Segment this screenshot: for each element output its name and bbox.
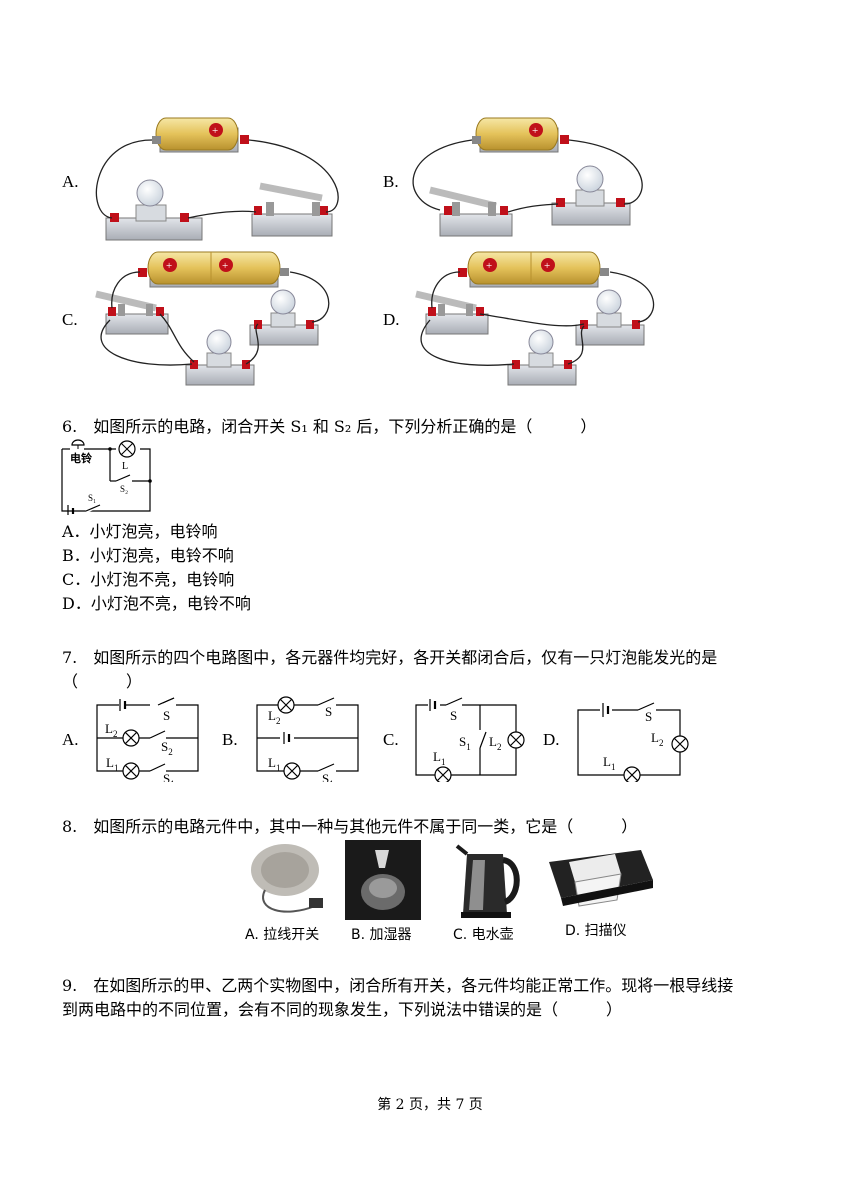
q6-circuit-diagram: 电铃 L S₂ S₁ xyxy=(61,439,152,515)
q6-option-a: A．小灯泡亮，电铃响 xyxy=(62,522,218,541)
q7-prompt-line2: （ ） xyxy=(62,672,143,691)
caption-b: B. 加湿器 xyxy=(351,927,412,943)
pull-switch-photo-icon xyxy=(251,844,323,913)
q8-prompt: 8. 如图所示的电路元件中，其中一种与其他元件不属于同一类，它是（ ） xyxy=(62,817,638,836)
q5-label-b: B. xyxy=(383,172,399,191)
circuit-a: + xyxy=(95,117,339,241)
circuit-d: + + xyxy=(415,251,655,386)
knife-switch-icon xyxy=(259,182,323,202)
q5-label-d: D. xyxy=(383,310,400,329)
caption-d: D. 扫描仪 xyxy=(565,923,627,939)
svg-text:S1: S1 xyxy=(322,771,334,782)
svg-text:S2: S2 xyxy=(161,739,173,757)
svg-text:S: S xyxy=(645,709,652,724)
q6-option-c: C．小灯泡不亮，电铃响 xyxy=(62,570,235,589)
q7-label-c: C. xyxy=(383,730,399,749)
scanner-photo-icon xyxy=(549,850,653,907)
svg-text:S1: S1 xyxy=(459,734,471,752)
svg-text:+: + xyxy=(544,260,550,272)
svg-text:+: + xyxy=(486,260,492,272)
svg-text:L2: L2 xyxy=(105,721,117,739)
q5-circuit-illustrations: + + + + xyxy=(95,117,655,386)
q8-images: A. 拉线开关 B. 加湿器 C. 电水壶 D. 扫描仪 xyxy=(245,840,653,945)
q9-line1: 9. 在如图所示的甲、乙两个实物图中，闭合所有开关，各元件均能正常工作。现将一根… xyxy=(62,976,734,995)
svg-text:S: S xyxy=(163,708,170,723)
svg-text:L1: L1 xyxy=(603,754,615,772)
caption-a: A. 拉线开关 xyxy=(245,927,320,943)
q7-label-d: D. xyxy=(543,730,560,749)
svg-text:L1: L1 xyxy=(106,755,118,773)
switch-base-icon xyxy=(251,213,333,237)
q7-label-b: B. xyxy=(222,730,238,749)
svg-text:L1: L1 xyxy=(268,755,280,773)
bell-icon xyxy=(71,439,85,446)
circuit-b: + xyxy=(412,117,643,237)
battery-icon xyxy=(155,117,239,151)
q7-label-a: A. xyxy=(62,730,79,749)
svg-text:+: + xyxy=(166,260,172,272)
q7-circuit-diagrams: L2 S S2 L1 S1 L2 S L1 S1 S S1 L2 L1 S L2… xyxy=(96,696,689,782)
bulb-icon xyxy=(136,179,164,207)
svg-text:L2: L2 xyxy=(268,708,280,726)
caption-c: C. 电水壶 xyxy=(453,927,514,943)
s1-label: S₁ xyxy=(88,493,96,503)
svg-text:S1: S1 xyxy=(163,771,175,782)
page-footer: 第 2 页，共 7 页 xyxy=(377,1097,483,1113)
svg-text:+: + xyxy=(532,125,538,137)
q7-prompt-line1: 7. 如图所示的四个电路图中，各元器件均完好，各开关都闭合后，仅有一只灯泡能发光… xyxy=(62,648,718,667)
q9-line2: 到两电路中的不同位置，会有不同的现象发生，下列说法中错误的是（ ） xyxy=(62,1000,623,1019)
svg-text:L2: L2 xyxy=(489,734,501,752)
bell-label: 电铃 xyxy=(70,451,92,465)
lamp-label: L xyxy=(122,461,128,472)
electric-kettle-photo-icon xyxy=(455,844,520,918)
svg-text:S: S xyxy=(325,704,332,719)
q5-label-a: A. xyxy=(62,172,79,191)
s2-label: S₂ xyxy=(120,484,128,494)
humidifier-photo-icon xyxy=(345,840,421,920)
svg-text:S: S xyxy=(450,708,457,723)
q6-option-b: B．小灯泡亮，电铃不响 xyxy=(62,546,234,565)
switch-s2-icon xyxy=(115,474,131,482)
q6-option-d: D．小灯泡不亮，电铃不响 xyxy=(62,594,251,613)
q5-label-c: C. xyxy=(62,310,78,329)
circuit-c: + + xyxy=(95,251,330,386)
svg-text:+: + xyxy=(222,260,228,272)
svg-text:L1: L1 xyxy=(433,749,445,767)
svg-text:L2: L2 xyxy=(651,730,663,748)
svg-text:+: + xyxy=(212,125,218,137)
q6-prompt: 6. 如图所示的电路，闭合开关 S₁ 和 S₂ 后，下列分析正确的是（ ） xyxy=(62,417,597,436)
switch-s1-icon xyxy=(85,504,101,512)
